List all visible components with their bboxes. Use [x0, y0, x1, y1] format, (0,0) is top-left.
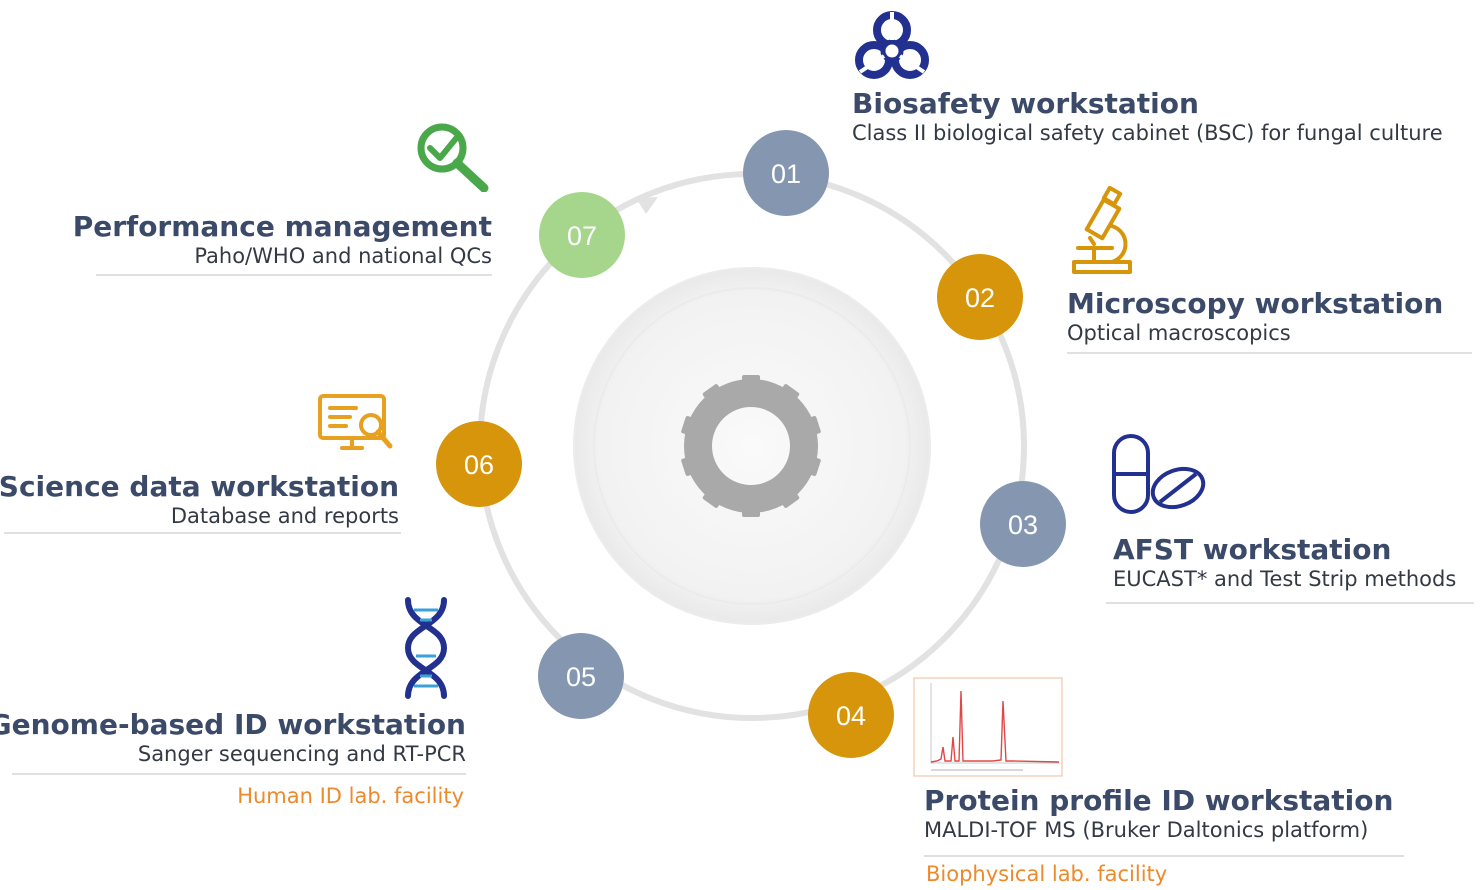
pills-icon: [1112, 434, 1206, 514]
step-circle-07: 07: [539, 192, 625, 278]
mass-spectrum-icon: [913, 677, 1063, 777]
svg-text:06: 06: [464, 450, 494, 480]
step-circle-06: 06: [436, 421, 522, 507]
step-02-label: Microscopy workstation Optical macroscop…: [1067, 288, 1443, 346]
magnifier-check-icon: [417, 123, 489, 192]
step-04-subtitle: MALDI-TOF MS (Bruker Daltonics platform): [924, 818, 1369, 842]
microscope-icon: [1072, 186, 1132, 274]
step-01-label: Biosafety workstation Class II biologica…: [852, 88, 1443, 146]
step-05-title: Genome-based ID workstation: [0, 708, 466, 741]
cycle-arrowhead: [636, 197, 658, 214]
svg-text:02: 02: [965, 283, 995, 313]
step-07-subtitle: Paho/WHO and national QCs: [194, 244, 492, 268]
center-inner-ring: [593, 287, 911, 605]
step-05-divider: [12, 773, 466, 775]
step-06-divider: [4, 532, 401, 534]
svg-text:01: 01: [771, 159, 801, 189]
step-03-label: AFST workstation EUCAST* and Test Strip …: [1113, 534, 1456, 592]
step-02-divider: [1067, 352, 1472, 354]
step-04-facility: Biophysical lab. facility: [926, 862, 1168, 886]
step-03-subtitle: EUCAST* and Test Strip methods: [1113, 567, 1457, 591]
step-01-subtitle: Class II biological safety cabinet (BSC)…: [852, 121, 1443, 145]
step-circle-03: 03: [980, 481, 1066, 567]
svg-text:05: 05: [566, 662, 596, 692]
svg-text:07: 07: [567, 221, 597, 251]
step-04-divider: [924, 855, 1404, 857]
step-03-divider: [1106, 602, 1474, 604]
step-02-title: Microscopy workstation: [1067, 287, 1444, 320]
step-03-title: AFST workstation: [1113, 533, 1392, 566]
step-05-label: Genome-based ID workstation Sanger seque…: [0, 709, 466, 767]
data-monitor-icon: [318, 394, 393, 450]
step-04-label: Protein profile ID workstation MALDI-TOF…: [924, 785, 1393, 843]
step-06-subtitle: Database and reports: [170, 504, 399, 528]
svg-text:03: 03: [1008, 510, 1038, 540]
step-02-subtitle: Optical macroscopics: [1067, 321, 1291, 345]
step-07-divider: [96, 274, 492, 276]
step-05-facility: Human ID lab. facility: [237, 784, 464, 808]
svg-text:04: 04: [836, 701, 866, 731]
step-04-title: Protein profile ID workstation: [924, 784, 1394, 817]
step-circle-01: 01: [743, 130, 829, 216]
step-06-label: Science data workstation Database and re…: [0, 471, 399, 529]
step-06-title: Science data workstation: [0, 470, 399, 503]
dna-icon: [404, 597, 448, 699]
step-05-subtitle: Sanger sequencing and RT-PCR: [137, 742, 466, 766]
biohazard-icon: [855, 11, 929, 79]
center-disc: [573, 267, 931, 625]
step-circle-04: 04: [808, 672, 894, 758]
step-07-title: Performance management: [72, 210, 492, 243]
gear-icon: [681, 375, 821, 517]
step-01-title: Biosafety workstation: [852, 87, 1199, 120]
step-07-label: Performance management Paho/WHO and nati…: [73, 211, 492, 269]
step-circle-05: 05: [538, 633, 624, 719]
step-circle-02: 02: [937, 254, 1023, 340]
